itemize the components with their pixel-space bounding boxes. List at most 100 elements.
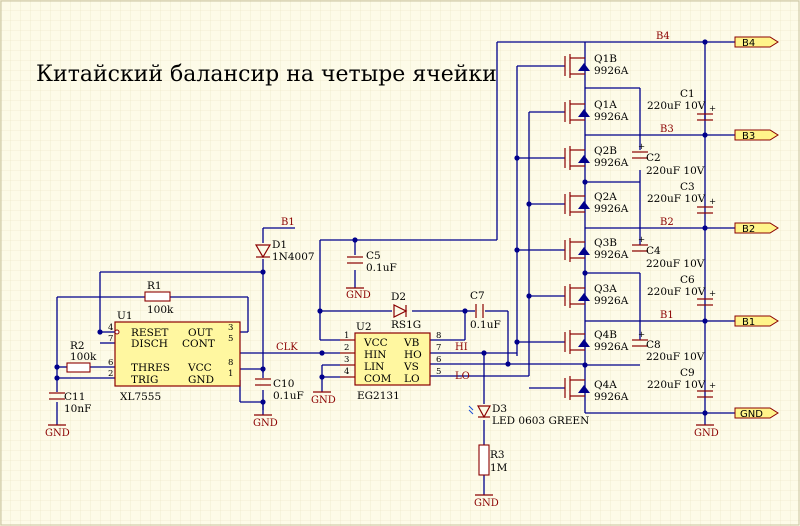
svg-text:C3: C3	[680, 181, 695, 193]
svg-text:2: 2	[108, 369, 113, 379]
svg-text:Q2A: Q2A	[594, 191, 617, 203]
svg-text:GND: GND	[45, 428, 70, 439]
svg-text:+: +	[638, 330, 645, 340]
svg-text:B4: B4	[742, 38, 755, 49]
d3-led[interactable]: D3 LED 0603 GREEN	[468, 403, 589, 427]
svg-text:C6: C6	[680, 274, 695, 286]
svg-text:RS1G: RS1G	[391, 319, 421, 331]
net-label-b2: B2	[660, 217, 674, 228]
gnd-symbol-bus: GND	[694, 424, 719, 439]
svg-text:220uF 10V: 220uF 10V	[646, 351, 705, 363]
r3-resistor[interactable]: R3 1M	[478, 444, 508, 476]
svg-text:D3: D3	[492, 403, 507, 415]
port-b3[interactable]: B3	[734, 129, 779, 142]
cap-c6[interactable]: + C6 220uF 10V	[647, 274, 716, 306]
net-label-b3: B3	[660, 124, 674, 135]
c7-capacitor[interactable]: C7 0.1uF	[470, 290, 501, 331]
c5-capacitor[interactable]: C5 0.1uF	[347, 250, 397, 274]
d2-diode[interactable]: D2 RS1G	[391, 291, 421, 331]
mosfet-q3b[interactable]: Q3B 9926A	[564, 237, 629, 262]
net-label-b1-top: B1	[281, 217, 295, 228]
u2-chip[interactable]: U2 EG2131 VCC HIN LIN COM VB HO VS LO 1 …	[340, 321, 441, 402]
junctions	[54, 39, 708, 416]
svg-text:9926A: 9926A	[594, 341, 629, 353]
c10-capacitor[interactable]: C10 0.1uF	[255, 378, 304, 402]
svg-text:Q4A: Q4A	[594, 379, 617, 391]
svg-text:5: 5	[228, 334, 233, 344]
svg-text:C10: C10	[273, 378, 294, 390]
svg-text:B3: B3	[742, 131, 755, 142]
svg-text:VS: VS	[403, 361, 419, 373]
svg-text:R3: R3	[490, 449, 505, 461]
mosfet-q4a[interactable]: Q4A 9926A	[564, 376, 629, 403]
svg-text:+: +	[709, 197, 716, 207]
net-label-b4: B4	[656, 31, 670, 42]
net-label-b1: B1	[660, 310, 674, 321]
svg-text:220uF 10V: 220uF 10V	[647, 193, 706, 205]
svg-text:7: 7	[436, 343, 441, 353]
svg-text:9926A: 9926A	[594, 295, 629, 307]
gnd-symbol-u2: GND	[311, 391, 336, 406]
svg-text:TRIG: TRIG	[131, 374, 158, 386]
port-gnd[interactable]: GND	[734, 407, 779, 420]
svg-text:GND: GND	[694, 428, 719, 439]
svg-text:C5: C5	[366, 250, 381, 262]
svg-text:+: +	[709, 381, 716, 391]
svg-text:6: 6	[436, 355, 441, 365]
port-b4[interactable]: B4	[734, 36, 779, 49]
svg-text:+: +	[638, 142, 645, 152]
svg-text:100k: 100k	[147, 304, 174, 316]
svg-text:Q3B: Q3B	[594, 237, 617, 249]
mosfet-q2a[interactable]: Q2A 9926A	[564, 191, 629, 216]
mosfet-q1a[interactable]: Q1A 9926A	[564, 99, 629, 124]
mosfet-q2b[interactable]: Q2B 9926A	[564, 145, 629, 170]
u1-chip[interactable]: U1 XL7555 RESET DISCH THRES TRIG OUT CON…	[108, 310, 241, 403]
svg-text:1: 1	[228, 369, 233, 379]
svg-text:0.1uF: 0.1uF	[273, 390, 304, 402]
r1-resistor[interactable]: R1 100k	[144, 280, 174, 316]
svg-text:GND: GND	[253, 418, 278, 429]
svg-text:7: 7	[108, 334, 113, 344]
svg-text:1: 1	[344, 331, 349, 341]
cap-c1[interactable]: + C1 220uF 10V	[647, 88, 716, 121]
r2-resistor[interactable]: R2 100k	[66, 340, 97, 373]
d1-diode[interactable]: D1 1N4007	[254, 239, 315, 263]
svg-text:+: +	[638, 235, 645, 245]
svg-text:220uF 10V: 220uF 10V	[646, 258, 705, 270]
gnd-symbol-u1: GND	[253, 414, 278, 429]
svg-text:Q2B: Q2B	[594, 145, 617, 157]
svg-text:Q4B: Q4B	[594, 329, 617, 341]
svg-text:Q3A: Q3A	[594, 283, 617, 295]
mosfet-q4b[interactable]: Q4B 9926A	[564, 329, 629, 354]
svg-text:2: 2	[344, 343, 349, 353]
port-b2[interactable]: B2	[734, 222, 779, 235]
svg-text:0.1uF: 0.1uF	[366, 262, 397, 274]
cap-c3[interactable]: + C3 220uF 10V	[647, 181, 716, 214]
svg-text:3: 3	[228, 323, 233, 333]
gnd-symbol-r3: GND	[474, 494, 499, 509]
svg-text:9926A: 9926A	[594, 111, 629, 123]
mosfet-q1b[interactable]: Q1B 9926A	[564, 53, 629, 78]
svg-text:COM: COM	[364, 373, 392, 385]
net-label-clk: CLK	[276, 342, 298, 353]
cap-c8[interactable]: + C8 220uF 10V	[632, 330, 705, 363]
cap-c2[interactable]: + C2 220uF 10V	[632, 142, 705, 177]
svg-text:220uF 10V: 220uF 10V	[647, 379, 706, 391]
svg-text:C8: C8	[646, 339, 661, 351]
svg-text:1N4007: 1N4007	[272, 251, 315, 263]
svg-text:LO: LO	[404, 373, 420, 385]
mosfet-q3a[interactable]: Q3A 9926A	[564, 283, 629, 308]
c11-capacitor[interactable]: C11 10nF	[49, 391, 91, 415]
cap-c4[interactable]: + C4 220uF 10V	[632, 235, 705, 270]
port-b1[interactable]: B1	[734, 315, 779, 328]
svg-text:Q1B: Q1B	[594, 53, 617, 65]
svg-text:R2: R2	[70, 340, 85, 352]
svg-text:1M: 1M	[490, 462, 508, 474]
svg-text:D2: D2	[391, 291, 406, 303]
wires	[56, 41, 735, 495]
cap-c9[interactable]: + C9 220uF 10V	[647, 367, 716, 398]
svg-text:RESET: RESET	[131, 327, 168, 339]
svg-text:5: 5	[436, 367, 441, 377]
